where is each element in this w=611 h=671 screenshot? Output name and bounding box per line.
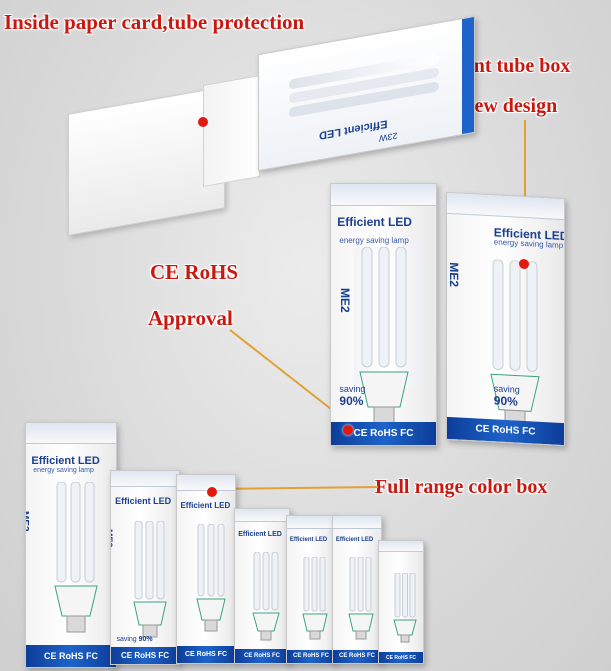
box-logo: ME2 xyxy=(110,528,114,548)
corn-bulb-icon xyxy=(348,557,374,640)
corn-bulb-icon xyxy=(54,481,99,633)
callout-approval: Approval xyxy=(148,306,233,330)
box-cert-band: CE RoHS FC xyxy=(177,646,235,663)
callout-inside-paper-card: Inside paper card,tube protection xyxy=(4,10,305,34)
corn-bulb-icon xyxy=(133,521,168,638)
corn-bulb-icon xyxy=(490,259,540,430)
box-logo: ME2 xyxy=(338,288,352,314)
box-logo: ME2 xyxy=(447,261,462,288)
red-dot-marker xyxy=(198,117,208,127)
box-brand: Efficient LED xyxy=(337,215,412,230)
box-brand: Efficient LED xyxy=(289,536,328,543)
box-watt-lying: 23W xyxy=(379,130,398,144)
callout-new-design: New design xyxy=(460,95,558,117)
box-saving-label: saving xyxy=(116,635,137,643)
color-box-6: Efficient LED CE RoHS FC xyxy=(332,515,382,664)
box-cert-band: CE RoHS FC xyxy=(447,416,564,446)
box-saving-label: saving xyxy=(339,384,366,395)
box-saving-percent: 90% xyxy=(339,394,364,409)
color-box-2: Efficient LED ME2 saving 90% CE RoHS FC xyxy=(110,470,180,665)
box-cert-band: CE RoHS FC xyxy=(287,649,335,663)
open-tube-box: Efficient LED 23W xyxy=(48,15,475,236)
box-saving-percent: 90% xyxy=(493,392,518,409)
box-cert-band: CE RoHS FC xyxy=(111,646,179,664)
box-brand: Efficient LED xyxy=(180,501,231,511)
corn-bulb-icon xyxy=(358,246,409,426)
box-cert-band: CE RoHS FC xyxy=(235,649,289,663)
box-brand: Efficient LED xyxy=(238,530,282,538)
box-brand: Efficient LED xyxy=(115,496,172,507)
callout-full-range: Full range color box xyxy=(375,476,548,498)
box-sub: energy saving lamp xyxy=(339,236,409,246)
color-box-7: CE RoHS FC xyxy=(378,540,424,664)
box-saving-percent: 90% xyxy=(138,635,153,643)
box-cert-band: CE RoHS FC xyxy=(333,649,381,663)
tube-box-new-design: Efficient LED energy saving lamp ME2 sav… xyxy=(446,191,565,447)
bulb-base-white xyxy=(203,74,260,188)
box-cert-band: CE RoHS FC xyxy=(379,652,423,663)
color-box-4: Efficient LED CE RoHS FC xyxy=(234,508,290,664)
color-box-3: Efficient LED CE RoHS FC xyxy=(176,474,236,664)
corn-bulb-icon xyxy=(195,523,226,632)
corn-bulb-icon xyxy=(302,557,328,640)
corn-bulb-icon xyxy=(392,572,417,643)
box-cert-band: CE RoHS FC xyxy=(331,421,436,445)
box-sub: energy saving lamp xyxy=(33,466,94,474)
box-cert-band: CE RoHS FC xyxy=(26,645,116,667)
red-dot-marker xyxy=(343,425,353,435)
box-brand: Efficient LED xyxy=(335,536,374,543)
red-dot-marker xyxy=(519,258,529,270)
box-saving: saving 90% xyxy=(116,636,152,643)
box-logo: ME2 xyxy=(25,510,30,532)
color-box-1: Efficient LED energy saving lamp ME2 CE … xyxy=(25,422,117,668)
box-brand-lying: Efficient LED xyxy=(319,117,388,142)
callout-ce-rohs: CE RoHS xyxy=(150,260,239,284)
color-box-5: Efficient LED CE RoHS FC xyxy=(286,515,336,664)
box-brand: Efficient LED xyxy=(31,454,100,467)
tube-box-front-left: Efficient LED energy saving lamp ME2 sav… xyxy=(330,183,437,446)
red-dot-marker xyxy=(207,487,217,497)
corn-bulb-icon xyxy=(252,552,280,641)
